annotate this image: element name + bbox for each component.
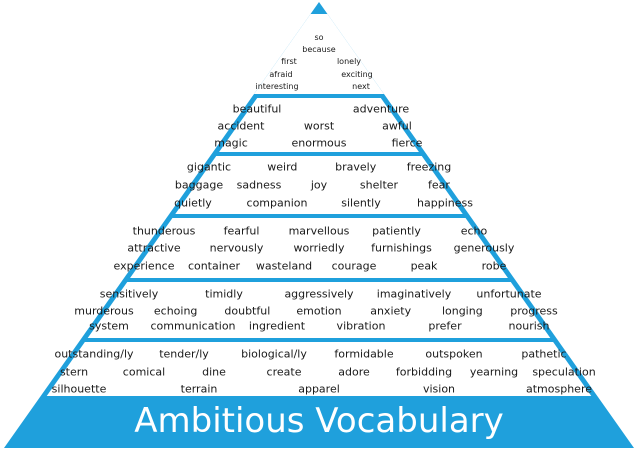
vocab-word: wasteland <box>255 259 313 273</box>
vocab-word: ingredient <box>248 319 306 333</box>
vocab-word: bravely <box>335 160 377 174</box>
vocab-word: baggage <box>174 178 224 192</box>
vocab-word: sensitively <box>99 287 159 301</box>
vocab-word: magic <box>214 136 248 150</box>
vocab-word: accident <box>217 119 265 133</box>
vocab-word: create <box>266 365 302 379</box>
vocab-word: freezing <box>406 160 452 174</box>
vocab-word: next <box>352 82 370 91</box>
vocab-word: thunderous <box>132 224 196 238</box>
vocab-word: because <box>302 45 336 54</box>
vocab-word: attractive <box>127 241 181 255</box>
vocab-word: system <box>89 319 129 333</box>
vocab-word: fierce <box>391 136 423 150</box>
vocab-word: robe <box>481 259 507 273</box>
tier-band-6 <box>46 342 592 396</box>
vocab-word: doubtful <box>224 304 271 318</box>
tier-band-5 <box>87 282 551 338</box>
vocab-word: terrain <box>180 382 218 396</box>
vocab-word: communication <box>150 319 236 333</box>
vocab-word: nourish <box>508 319 550 333</box>
vocab-word: gigantic <box>186 160 232 174</box>
vocab-word: interesting <box>255 82 299 91</box>
vocab-word: pathetic <box>521 347 567 361</box>
vocab-word: formidable <box>334 347 394 361</box>
vocab-word: weird <box>267 160 298 174</box>
vocab-word: yearning <box>469 365 519 379</box>
vocab-word: speculation <box>532 365 596 379</box>
vocab-word: courage <box>331 259 377 273</box>
vocab-word: furnishings <box>371 241 432 255</box>
vocab-word: lonely <box>336 57 362 66</box>
vocab-word: experience <box>113 259 175 273</box>
vocab-word: awful <box>382 119 412 133</box>
vocab-word: worriedly <box>293 241 345 255</box>
vocab-word: afraid <box>269 70 293 79</box>
vocab-word: forbidding <box>395 365 453 379</box>
vocab-word: companion <box>246 196 308 210</box>
vocab-word: stern <box>59 365 89 379</box>
vocab-word: fear <box>428 178 450 192</box>
vocab-word: emotion <box>296 304 342 318</box>
vocab-word: aggressively <box>284 287 354 301</box>
vocab-word: exciting <box>341 70 373 79</box>
vocab-word: joy <box>310 178 328 192</box>
vocab-word: enormous <box>291 136 347 150</box>
vocab-word: adore <box>338 365 370 379</box>
vocab-word: silently <box>341 196 381 210</box>
vocab-word: anxiety <box>370 304 412 318</box>
pyramid-title: Ambitious Vocabulary <box>134 401 504 441</box>
tier-band-4 <box>130 218 508 278</box>
vocab-word: container <box>187 259 241 273</box>
tier-band-2 <box>219 98 419 152</box>
vocab-word: timidly <box>205 287 243 301</box>
vocab-word: nervously <box>209 241 264 255</box>
vocab-word: marvellous <box>288 224 350 238</box>
vocab-word: adventure <box>352 102 410 116</box>
vocab-word: quietly <box>174 196 212 210</box>
vocab-word: tender/ly <box>159 347 209 361</box>
vocab-word: murderous <box>74 304 134 318</box>
vocab-word: first <box>281 57 297 66</box>
vocab-word: unfortunate <box>476 287 542 301</box>
vocab-word: outstanding/ly <box>54 347 134 361</box>
vocab-word: peak <box>410 259 438 273</box>
tier-band-1 <box>254 14 384 94</box>
vocab-word: echo <box>460 224 488 238</box>
vocab-word: echoing <box>153 304 198 318</box>
tier-band-3 <box>175 156 463 214</box>
vocab-word: shelter <box>359 178 399 192</box>
vocab-word: atmosphere <box>526 382 592 396</box>
vocab-word: silhouette <box>51 382 107 396</box>
vocab-word: sadness <box>236 178 282 192</box>
vocab-word: longing <box>441 304 483 318</box>
vocab-word: so <box>314 33 324 42</box>
vocab-word: apparel <box>298 382 340 396</box>
vocab-word: generously <box>453 241 515 255</box>
vocab-word: progress <box>510 304 558 318</box>
vocab-word: dine <box>202 365 226 379</box>
vocab-word: beautiful <box>232 102 282 116</box>
vocab-word: biological/ly <box>241 347 307 361</box>
vocab-word: patiently <box>372 224 421 238</box>
vocab-word: comical <box>122 365 166 379</box>
vocab-word: outspoken <box>425 347 483 361</box>
vocab-word: vibration <box>336 319 386 333</box>
vocab-word: prefer <box>428 319 462 333</box>
vocab-word: imaginatively <box>376 287 452 301</box>
vocab-word: happiness <box>417 196 473 210</box>
vocab-word: vision <box>422 382 456 396</box>
vocab-word: fearful <box>223 224 260 238</box>
vocab-word: worst <box>303 119 335 133</box>
